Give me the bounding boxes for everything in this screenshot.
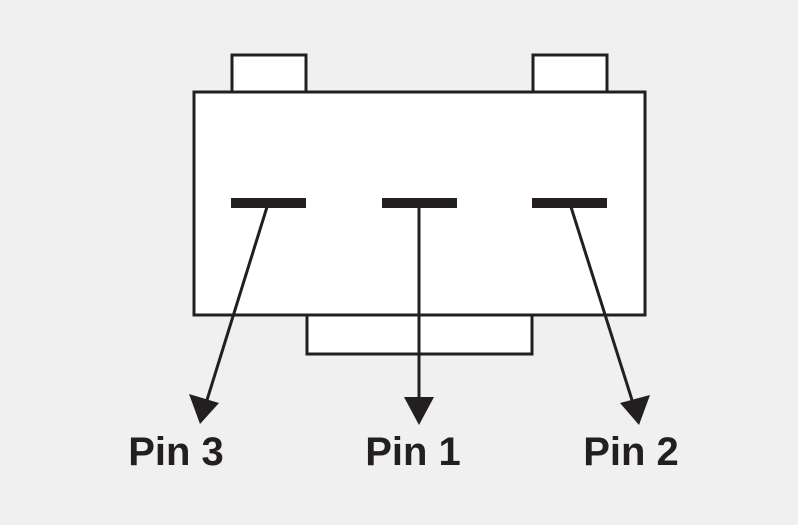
pin2-pad bbox=[532, 198, 607, 208]
pin3-arrowhead bbox=[189, 394, 219, 424]
pin1-label: Pin 1 bbox=[365, 430, 461, 474]
top-right-tab bbox=[531, 53, 609, 95]
pin2-leader bbox=[569, 206, 634, 401]
pin3-label: Pin 3 bbox=[128, 430, 224, 474]
pin2-label: Pin 2 bbox=[583, 430, 679, 474]
pin3-pad bbox=[231, 198, 306, 208]
top-left-tab bbox=[230, 53, 308, 95]
pin2-arrowhead bbox=[620, 395, 650, 425]
pin1-pad bbox=[382, 198, 457, 208]
pin1-arrowhead bbox=[404, 397, 434, 425]
pin3-leader bbox=[205, 206, 269, 401]
